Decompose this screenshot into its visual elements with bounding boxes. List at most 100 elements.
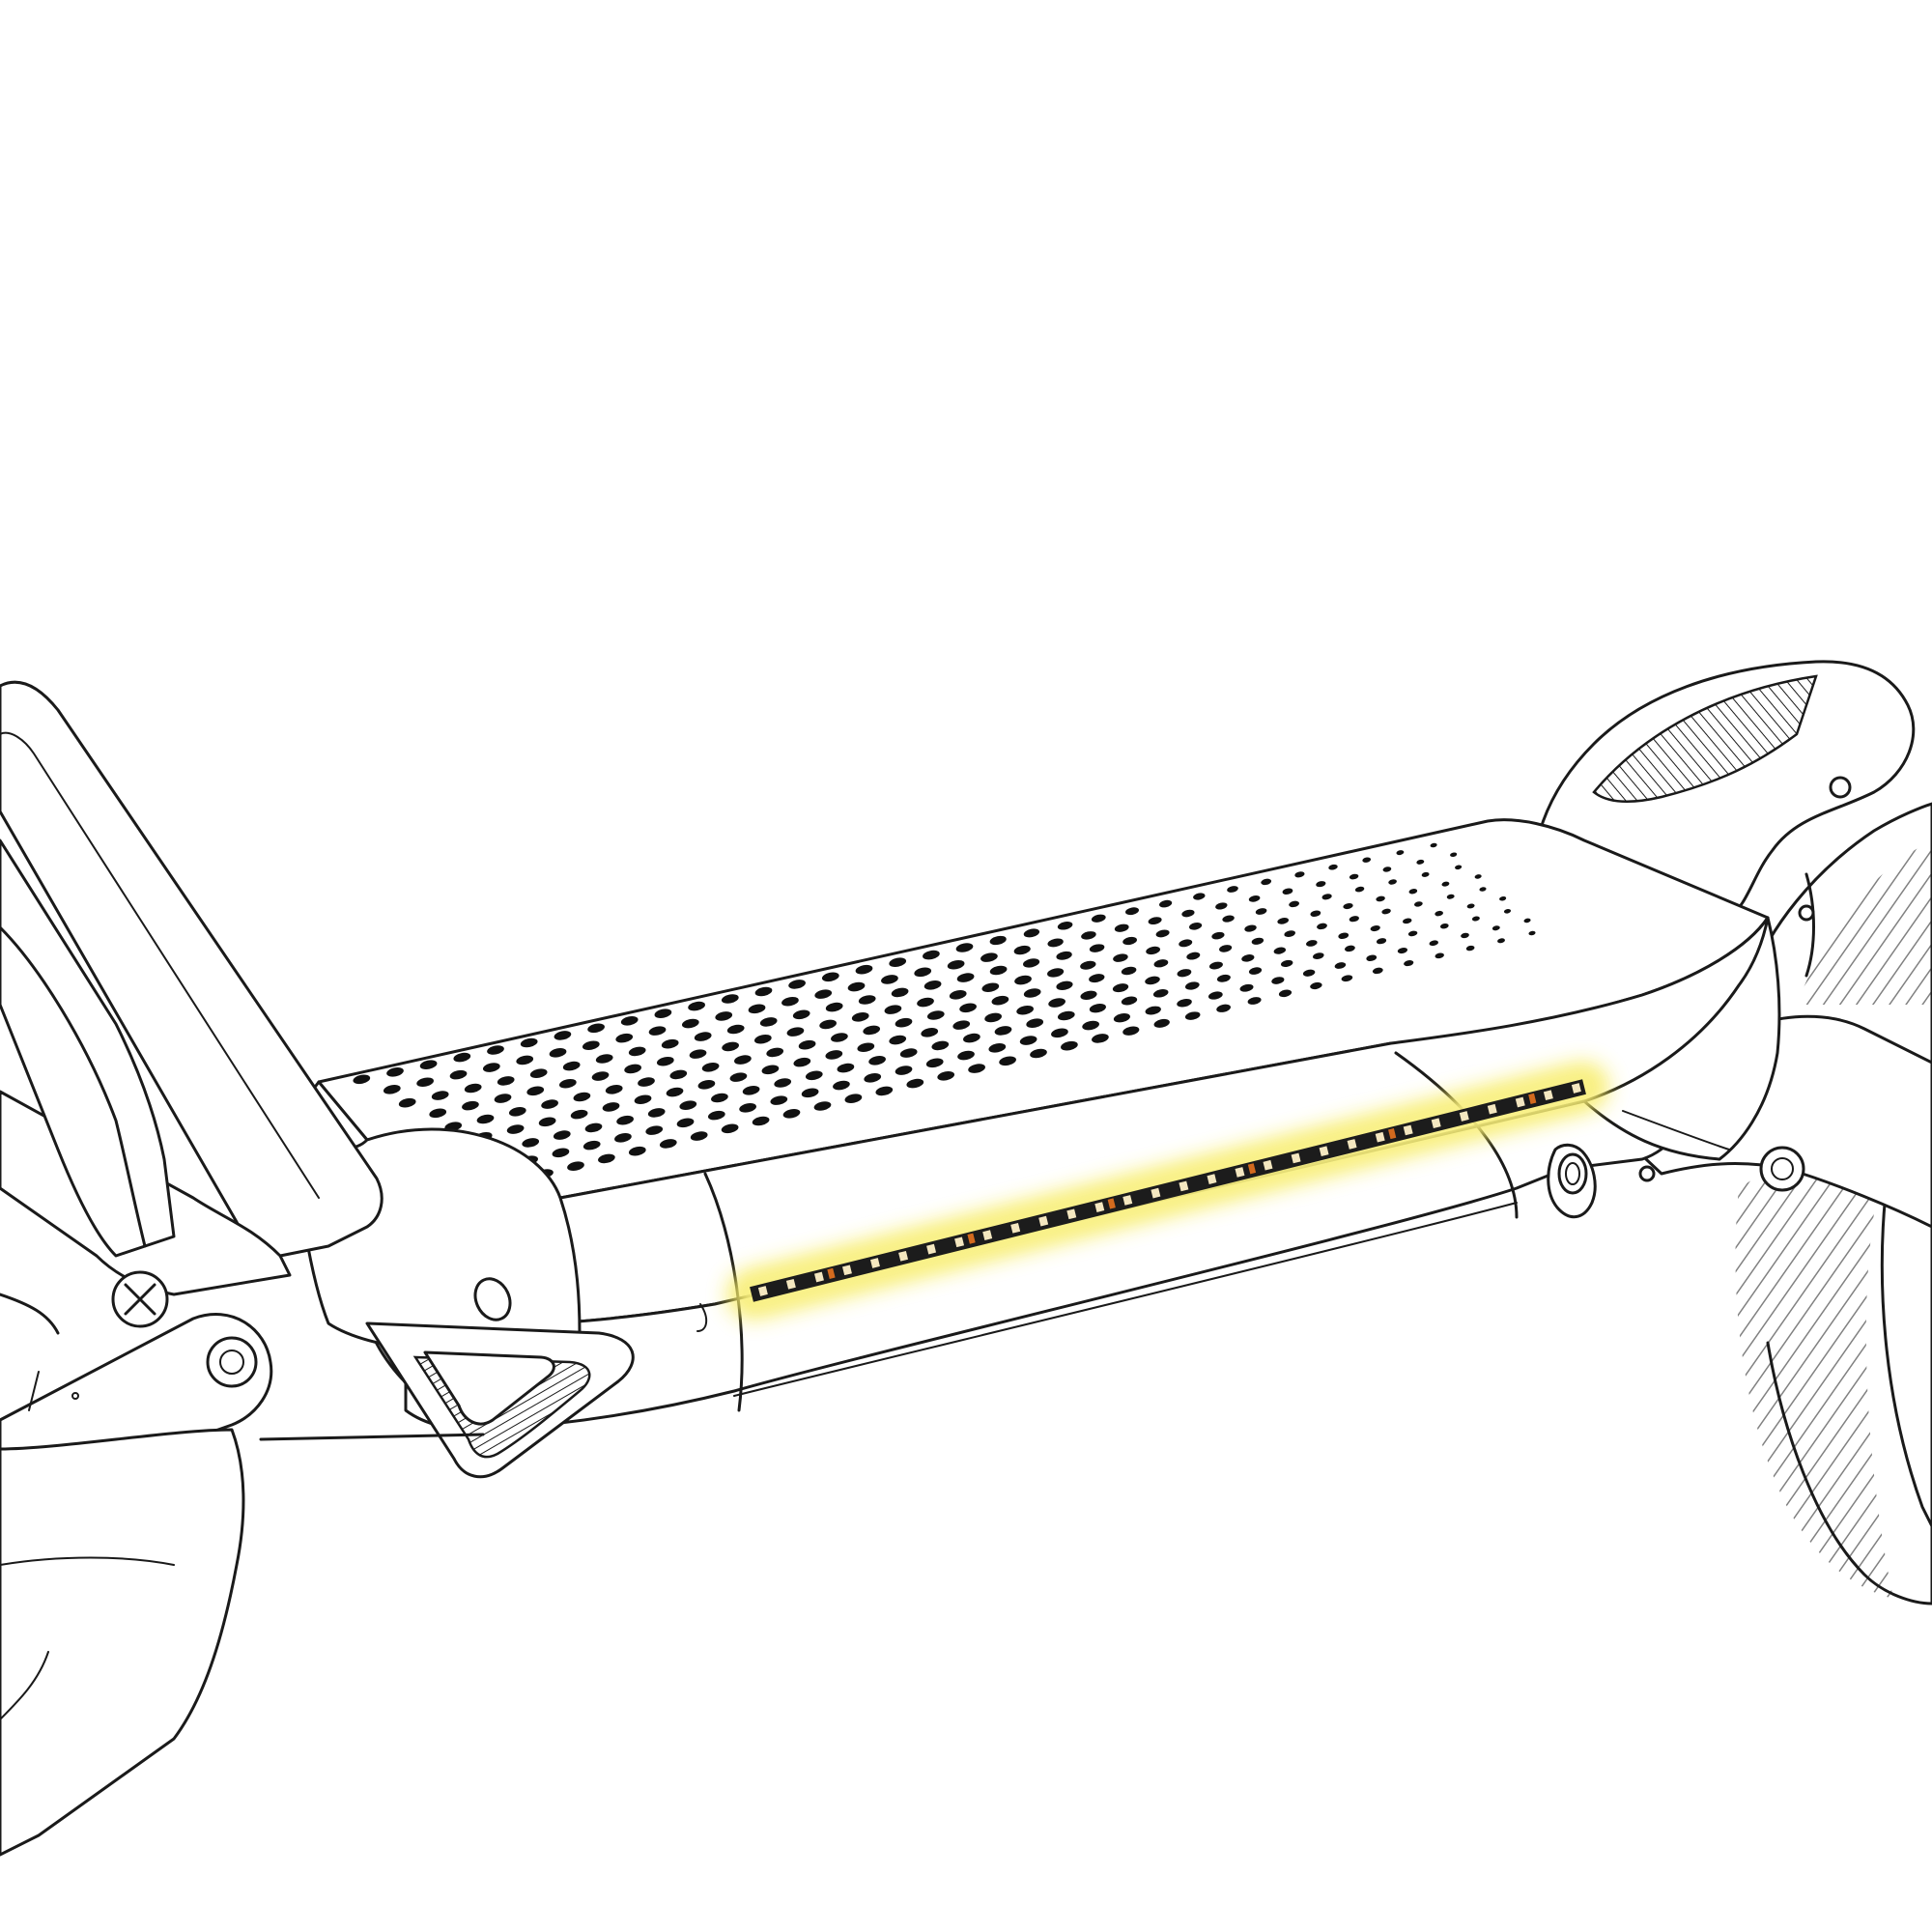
- led-chip: [1291, 1152, 1301, 1164]
- grip-dot: [398, 1097, 416, 1108]
- grip-dot: [1289, 900, 1300, 908]
- grip-dot: [1474, 874, 1482, 879]
- grip-dot: [1465, 945, 1475, 952]
- grip-dot: [648, 1026, 667, 1036]
- grip-dot: [981, 982, 1000, 993]
- grip-dot: [889, 1035, 907, 1045]
- grip-dot: [453, 1052, 471, 1063]
- grip-dot: [634, 1094, 652, 1105]
- grip-dot: [429, 1108, 447, 1119]
- grip-dot: [721, 1123, 739, 1134]
- grip-dot: [1153, 1018, 1170, 1028]
- grip-dot: [1273, 947, 1287, 954]
- grip-dot: [788, 980, 806, 989]
- grip-dot: [1251, 937, 1264, 945]
- grip-dot: [831, 1033, 848, 1042]
- grip-dot: [1446, 894, 1455, 899]
- grip-dot: [752, 1116, 770, 1126]
- grip-dot: [419, 1060, 438, 1069]
- grip-dot: [1338, 932, 1350, 939]
- grip-dot: [754, 986, 773, 997]
- grip-dot: [1030, 1048, 1047, 1059]
- deck: [259, 818, 1781, 1479]
- grip-dot: [353, 1074, 371, 1085]
- grip-dot: [814, 989, 833, 999]
- grip-dot: [494, 1094, 512, 1103]
- grip-dot: [1227, 886, 1238, 893]
- grip-dot: [895, 1065, 913, 1075]
- grip-dot: [1312, 952, 1324, 959]
- grip-dot: [431, 1091, 449, 1100]
- grip-dot: [1366, 954, 1378, 961]
- grip-dot: [955, 943, 974, 952]
- grip-dot: [952, 1020, 971, 1030]
- led-chip: [1543, 1090, 1553, 1101]
- grip-dot: [656, 1056, 674, 1066]
- led-chip: [814, 1271, 824, 1283]
- grip-dot: [476, 1114, 495, 1124]
- grip-dot: [1310, 910, 1321, 917]
- charging-port: [1547, 1143, 1597, 1218]
- grip-dot: [1402, 918, 1412, 924]
- grip-dot: [1370, 925, 1380, 932]
- grip-dot: [759, 1017, 778, 1027]
- grip-dot: [917, 997, 934, 1008]
- grip-dot: [645, 1125, 664, 1135]
- grip-dot: [602, 1102, 620, 1112]
- grip-dot: [676, 1118, 695, 1128]
- led-chip: [926, 1243, 937, 1255]
- grip-dot: [1216, 974, 1231, 982]
- grip-dot: [1152, 989, 1169, 998]
- grip-dot: [1051, 1028, 1068, 1038]
- led-strip: [729, 1065, 1606, 1317]
- grip-dot: [1146, 946, 1161, 955]
- grip-dot: [1397, 948, 1408, 954]
- grip-dot: [1208, 961, 1223, 970]
- grip-dot: [688, 1001, 705, 1011]
- grip-dot: [956, 973, 975, 982]
- grip-dot: [1215, 902, 1228, 910]
- grip-dot: [591, 1071, 610, 1081]
- led-resistor: [1388, 1128, 1397, 1140]
- grip-dot: [753, 1034, 772, 1044]
- grip-dot: [851, 1012, 869, 1022]
- grip-dot: [1381, 908, 1391, 915]
- grip-dot: [813, 1101, 832, 1111]
- grip-dot: [1019, 1036, 1037, 1045]
- grip-dot: [1244, 924, 1257, 932]
- grip-dot: [801, 1088, 819, 1098]
- led-chip: [1179, 1180, 1189, 1192]
- grip-dot: [666, 1087, 684, 1097]
- grip-dot: [949, 990, 967, 1000]
- grip-dot: [761, 1065, 780, 1075]
- grip-dot: [1247, 997, 1262, 1005]
- grip-dot: [1499, 895, 1507, 901]
- led-chip: [1571, 1083, 1581, 1094]
- grip-dot: [782, 1109, 801, 1119]
- grip-dot: [931, 1040, 950, 1051]
- grip-dot: [1189, 923, 1203, 930]
- grip-dot: [1435, 952, 1444, 959]
- grip-dot: [819, 1019, 837, 1030]
- grip-dot: [957, 1050, 975, 1061]
- grip-dot: [654, 1009, 672, 1018]
- grip-dot: [914, 967, 932, 978]
- grip-dot: [1430, 842, 1437, 848]
- grip-dot: [386, 1067, 404, 1077]
- grip-dot: [1492, 925, 1500, 931]
- grip-dot: [1372, 967, 1383, 975]
- led-chip: [785, 1278, 796, 1290]
- grip-dot: [1211, 931, 1225, 940]
- grip-dot: [1317, 923, 1327, 930]
- grip-dot: [1023, 928, 1040, 938]
- grip-dot: [889, 957, 907, 967]
- grip-dot: [1153, 959, 1169, 968]
- grip-dot: [868, 1056, 886, 1065]
- grip-dot: [1222, 915, 1235, 923]
- led-resistor: [967, 1233, 976, 1244]
- led-chips: [757, 1083, 1581, 1296]
- led-chip: [1431, 1118, 1441, 1129]
- grip-dot: [464, 1083, 482, 1094]
- grip-pattern: [353, 842, 1536, 1179]
